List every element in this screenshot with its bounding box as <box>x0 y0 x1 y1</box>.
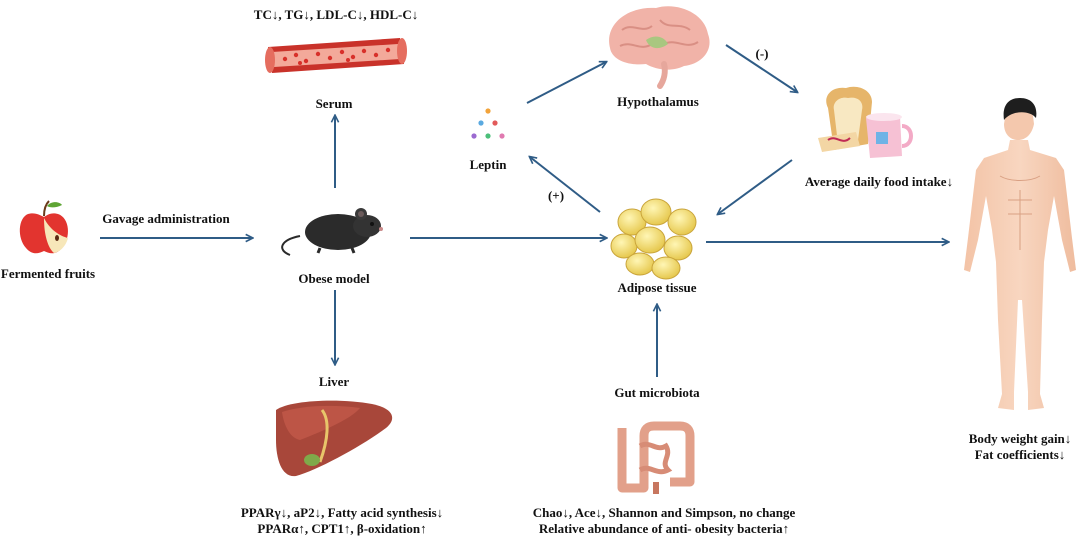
fermented-fruits-label: Fermented fruits <box>0 266 96 281</box>
adipose-tissue-label: Adipose tissue <box>617 280 697 295</box>
liver-label: Liver <box>318 374 350 389</box>
gut-result-line-1: Chao↓, Ace↓, Shannon and Simpson, no cha… <box>532 505 796 520</box>
gut-microbiota-label: Gut microbiota <box>614 385 700 400</box>
arrow-adipose-to-leptin <box>530 157 601 213</box>
liver-result-line-2: PPARα↑, CPT1↑, β-oxidation↑ <box>257 521 427 536</box>
food-icon <box>818 86 913 158</box>
brain-icon <box>609 6 710 89</box>
gut-result-line-2: Relative abundance of anti- obesity bact… <box>538 521 790 536</box>
leptin-dots-icon <box>471 108 505 139</box>
positive-sign-label: (+) <box>547 188 565 203</box>
gavage-label: Gavage administration <box>102 211 230 226</box>
arrow-hypothalamus-to-food <box>725 44 797 92</box>
serum-label: Serum <box>315 96 353 111</box>
hypothalamus-label: Hypothalamus <box>617 94 699 109</box>
serum-markers-label: TC↓, TG↓, LDL-C↓, HDL-C↓ <box>253 7 419 22</box>
fat-cells-icon <box>610 198 697 280</box>
arrows <box>100 44 948 377</box>
body-weight-label: Body weight gain↓ <box>968 431 1072 446</box>
negative-sign-label: (-) <box>755 46 769 61</box>
blood-vessel-icon <box>265 38 407 73</box>
food-intake-label: Average daily food intake↓ <box>804 174 954 189</box>
mouse-icon <box>281 208 383 256</box>
arrow-leptin-to-hypothalamus <box>526 62 606 104</box>
obese-model-label: Obese model <box>298 271 370 286</box>
liver-icon <box>276 400 393 477</box>
leptin-label: Leptin <box>469 157 507 172</box>
intestine-icon <box>617 421 695 494</box>
arrow-food-to-adipose <box>718 159 793 214</box>
human-body-icon <box>964 98 1076 410</box>
fat-coefficients-label: Fat coefficients↓ <box>974 447 1066 462</box>
liver-result-line-1: PPARγ↓, aP2↓, Fatty acid synthesis↓ <box>240 505 444 520</box>
apple-icon <box>19 200 68 254</box>
